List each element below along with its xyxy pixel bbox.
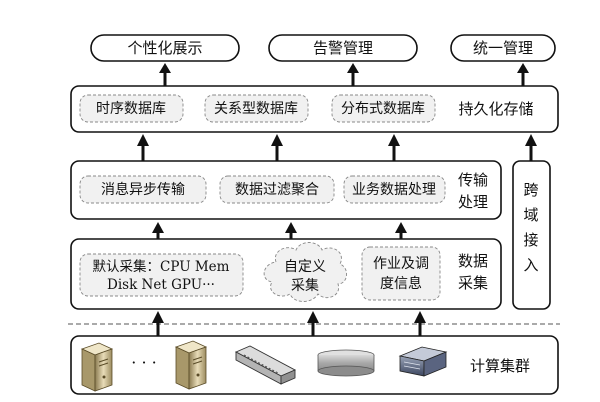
arrow-up-icon [395, 222, 407, 239]
output-box-unified-management: 统一管理 [450, 34, 556, 62]
transport-item-filter-aggregate: 数据过滤聚合 [235, 182, 319, 198]
storage-layer: 时序数据库 关系型数据库 分布式数据库 持久化存储 [70, 85, 559, 133]
cluster-ellipsis: · · · [131, 353, 156, 372]
cross-domain-access-box: 跨 域 接 入 [512, 160, 551, 310]
collection-layer: 默认采集：CPU Mem Disk Net GPU··· 自定义 采集 作业及调… [70, 238, 502, 310]
arrow-up-icon [517, 63, 529, 86]
rack-server-icon [398, 346, 448, 377]
arrow-up-icon [271, 134, 283, 161]
output-box-personalized-display: 个性化展示 [90, 34, 240, 62]
arrow-up-icon [152, 222, 164, 239]
storage-item-distributed-db: 分布式数据库 [341, 101, 425, 117]
cross-domain-char: 入 [523, 256, 538, 274]
collection-custom-cloud [263, 242, 347, 302]
output-label: 统一管理 [473, 39, 533, 57]
arrow-up-icon [414, 311, 426, 336]
server-tower-icon [174, 340, 208, 390]
arrow-up-icon [388, 134, 400, 161]
compute-cluster-layer: · · · [70, 335, 559, 395]
output-label: 告警管理 [313, 39, 373, 57]
collection-layer-label-line2: 采集 [458, 274, 488, 292]
collection-job-line2: 度信息 [380, 275, 422, 292]
storage-item-relational-db: 关系型数据库 [214, 101, 298, 117]
arrow-up-icon [307, 311, 319, 336]
output-box-alarm-management: 告警管理 [268, 34, 418, 62]
network-switch-icon [234, 345, 297, 385]
transport-layer-label-line1: 传输 [458, 171, 488, 189]
transport-item-business-data: 业务数据处理 [352, 182, 436, 198]
storage-item-timeseries-db: 时序数据库 [96, 101, 166, 117]
arrow-up-icon [525, 134, 537, 161]
transport-layer: 消息异步传输 数据过滤聚合 业务数据处理 传输 处理 [70, 160, 502, 220]
cross-domain-char: 接 [523, 231, 538, 249]
collection-layer-label-line1: 数据 [458, 252, 488, 270]
arrow-up-icon [285, 222, 297, 239]
collection-default-line2: Disk Net GPU··· [107, 277, 215, 293]
arrow-up-icon [137, 134, 149, 161]
arrow-up-icon [347, 63, 359, 86]
server-tower-icon [80, 342, 114, 392]
cross-domain-char: 跨 [523, 181, 538, 199]
storage-layer-label: 持久化存储 [458, 100, 533, 118]
output-label: 个性化展示 [127, 39, 202, 57]
arrow-up-icon [152, 311, 164, 336]
collection-job-line1: 作业及调 [373, 256, 429, 272]
cross-domain-char: 域 [523, 206, 538, 224]
arrow-up-icon [159, 63, 171, 86]
transport-item-async-message: 消息异步传输 [101, 181, 185, 198]
collection-default-line1: 默认采集：CPU Mem [93, 259, 230, 275]
collection-custom-line1: 自定义 [284, 259, 326, 275]
collection-custom-line2: 采集 [291, 277, 319, 294]
storage-disk-icon [317, 349, 375, 377]
flow-arrows [137, 63, 537, 336]
cluster-label: 计算集群 [470, 357, 530, 375]
transport-layer-label-line2: 处理 [458, 193, 488, 211]
